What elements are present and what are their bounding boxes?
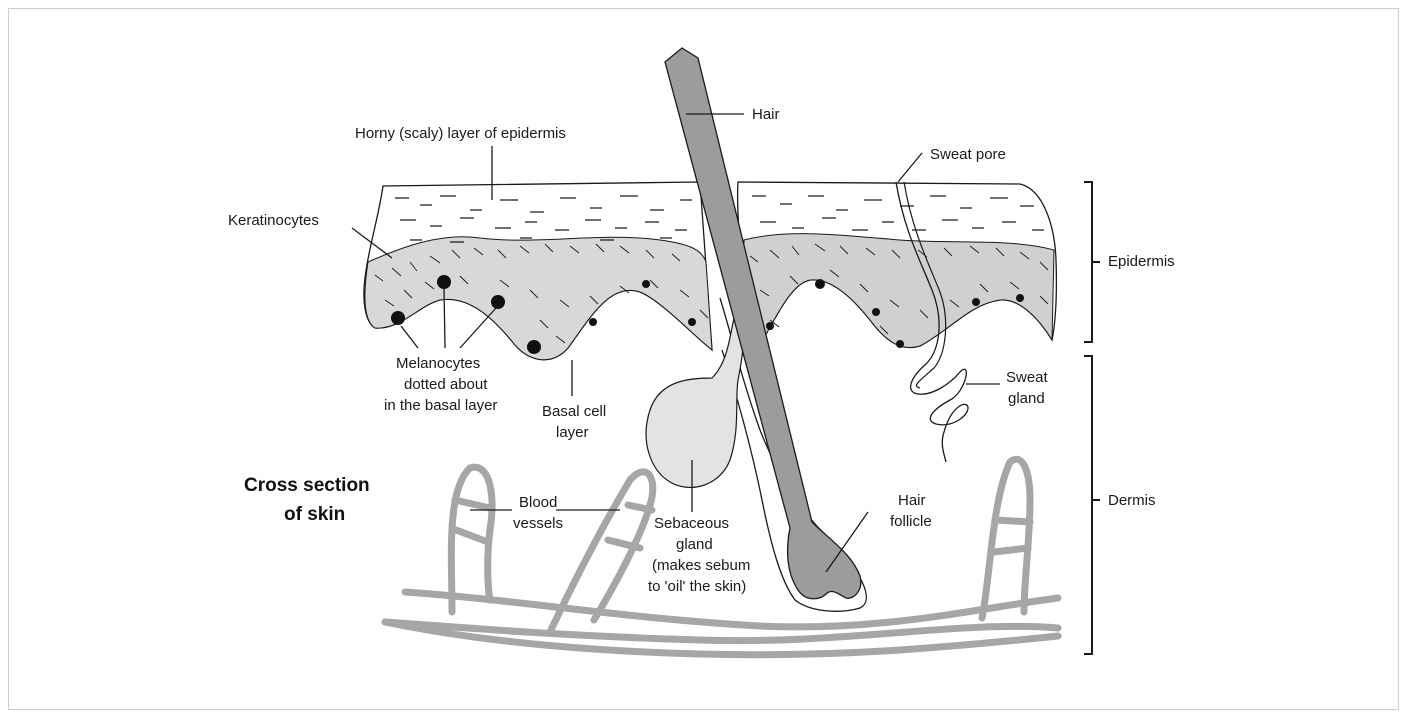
epidermis-label: Epidermis — [1108, 253, 1175, 270]
capillary-rung-left-2 — [455, 500, 490, 508]
sweat-gland-label-line-2: gland — [1008, 390, 1045, 407]
melanocytes-label-line-3: in the basal layer — [384, 397, 497, 414]
melanocyte-dot — [589, 318, 597, 326]
melanocytes-label-line-2: dotted about — [404, 376, 488, 393]
hair-follicle-label-line-2: follicle — [890, 513, 932, 530]
hair-follicle-label-line-1: Hair — [898, 492, 926, 509]
melanocyte-dot — [527, 340, 541, 354]
epidermis-right-block — [738, 182, 1057, 349]
capillary-loop-mid — [550, 472, 653, 632]
melanocytes-leader-2 — [460, 308, 496, 348]
cell-layer-left — [365, 237, 712, 360]
sebaceous-label-line-2: gland — [676, 536, 713, 553]
epidermis-left-block — [364, 182, 712, 360]
melanocyte-dot — [642, 280, 650, 288]
capillary-rung-right-1 — [996, 520, 1030, 522]
sebaceous-label-line-3: (makes sebum — [652, 557, 750, 574]
dermis-bracket — [1084, 356, 1100, 654]
melanocyte-dot — [815, 279, 825, 289]
capillary-rung-mid-2 — [628, 505, 652, 510]
dermis-label: Dermis — [1108, 492, 1156, 509]
capillary-rung-left-1 — [456, 530, 488, 542]
cell-layer-right — [742, 234, 1054, 349]
melanocyte-dot — [391, 311, 405, 325]
melanocyte-dot — [766, 322, 774, 330]
capillary-loop-right — [982, 459, 1030, 618]
sebaceous-label-line-1: Sebaceous — [654, 515, 729, 532]
basal-cell-label-line-2: layer — [556, 424, 589, 441]
keratinocytes-label: Keratinocytes — [228, 212, 319, 229]
melanocytes-label-line-1: Melanocytes — [396, 355, 480, 372]
brackets — [1084, 182, 1100, 654]
diagram-title-line-1: Cross section — [244, 475, 370, 496]
blood-vessels-label-line-1: Blood — [519, 494, 557, 511]
melanocyte-dot — [437, 275, 451, 289]
melanocyte-dot — [896, 340, 904, 348]
sebaceous-label-line-4: to 'oil' the skin) — [648, 578, 746, 595]
sweat-pore-leader — [898, 153, 922, 182]
vessel-upper — [405, 592, 1058, 627]
sweat-gland-label-line-1: Sweat — [1006, 369, 1049, 386]
melanocyte-dot — [1016, 294, 1024, 302]
diagram-title-line-2: of skin — [284, 504, 345, 525]
capillary-rung-right-2 — [994, 548, 1028, 552]
melanocyte-dot — [972, 298, 980, 306]
melanocytes-leader-3 — [401, 326, 418, 348]
hair-label: Hair — [752, 106, 780, 123]
blood-vessels-label-line-2: vessels — [513, 515, 563, 532]
horny-layer-label: Horny (scaly) layer of epidermis — [355, 125, 566, 142]
melanocyte-dot — [688, 318, 696, 326]
melanocyte-dot — [872, 308, 880, 316]
basal-cell-label-line-1: Basal cell — [542, 403, 606, 420]
melanocyte-dot — [491, 295, 505, 309]
epidermis-bracket — [1084, 182, 1100, 342]
sweat-pore-label: Sweat pore — [930, 146, 1006, 163]
